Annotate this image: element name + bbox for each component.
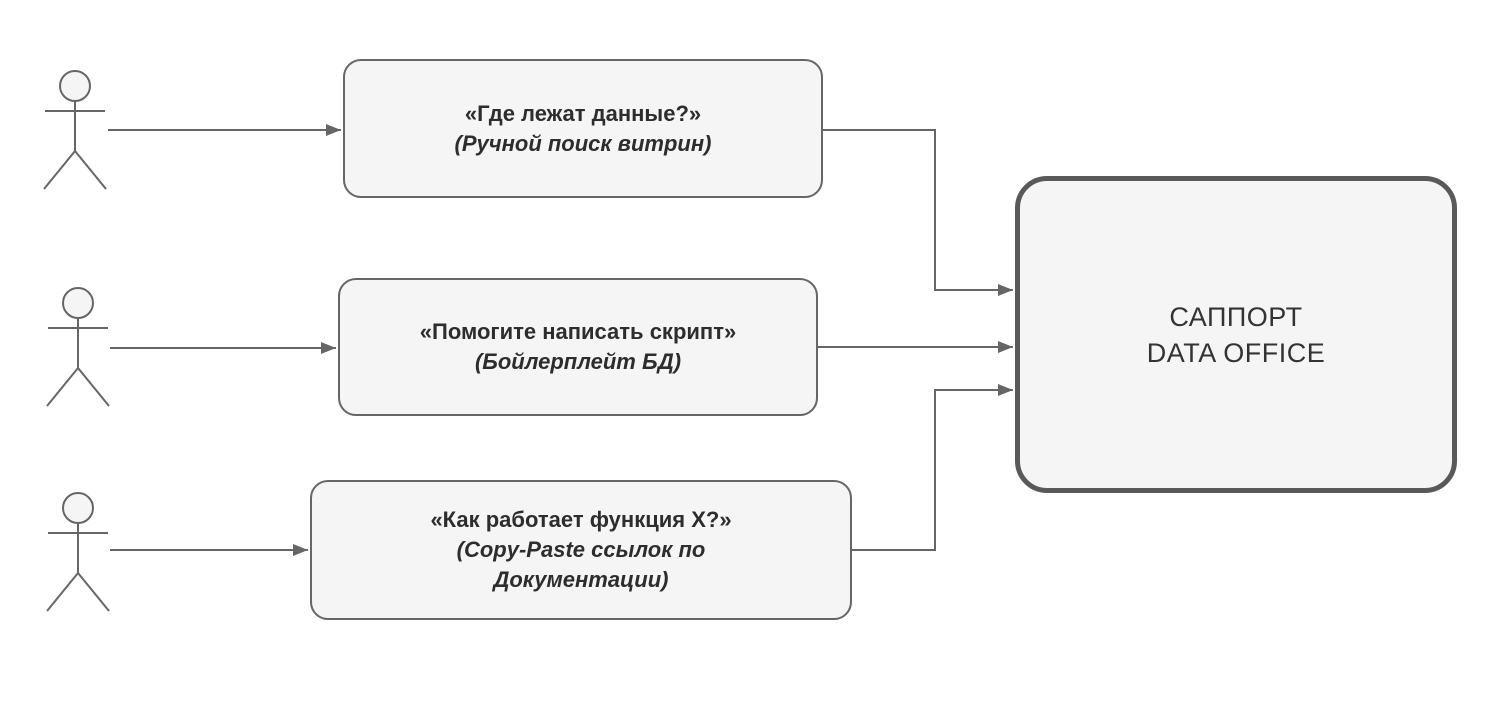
- actor-1-icon: [43, 70, 107, 190]
- question-box-3: «Как работает функция X?» (Copy-Paste сс…: [310, 480, 852, 620]
- question-3-subtitle: (Copy-Paste ссылок по Документации): [456, 537, 706, 592]
- question-3-title: «Как работает функция X?»: [430, 507, 732, 532]
- arrow-question3-support: [852, 384, 1013, 551]
- question-box-1: «Где лежат данные?» (Ручной поиск витрин…: [343, 59, 823, 198]
- question-1-subtitle: (Ручной поиск витрин): [454, 130, 712, 156]
- question-box-2: «Помогите написать скрипт» (Бойлерплейт …: [338, 278, 818, 416]
- arrow-question1-support: [823, 129, 1013, 296]
- actor-3-icon: [46, 492, 110, 612]
- support-data-office-box: САППОРТ DATA OFFICE: [1015, 176, 1457, 493]
- question-2-subtitle: (Бойлерплейт БД): [474, 349, 682, 374]
- question-1-title: «Где лежат данные?»: [464, 100, 702, 126]
- question-2-title: «Помогите написать скрипт»: [419, 319, 737, 344]
- support-box-title: САППОРТ DATA OFFICE: [1146, 301, 1326, 368]
- actor-2-icon: [46, 287, 110, 407]
